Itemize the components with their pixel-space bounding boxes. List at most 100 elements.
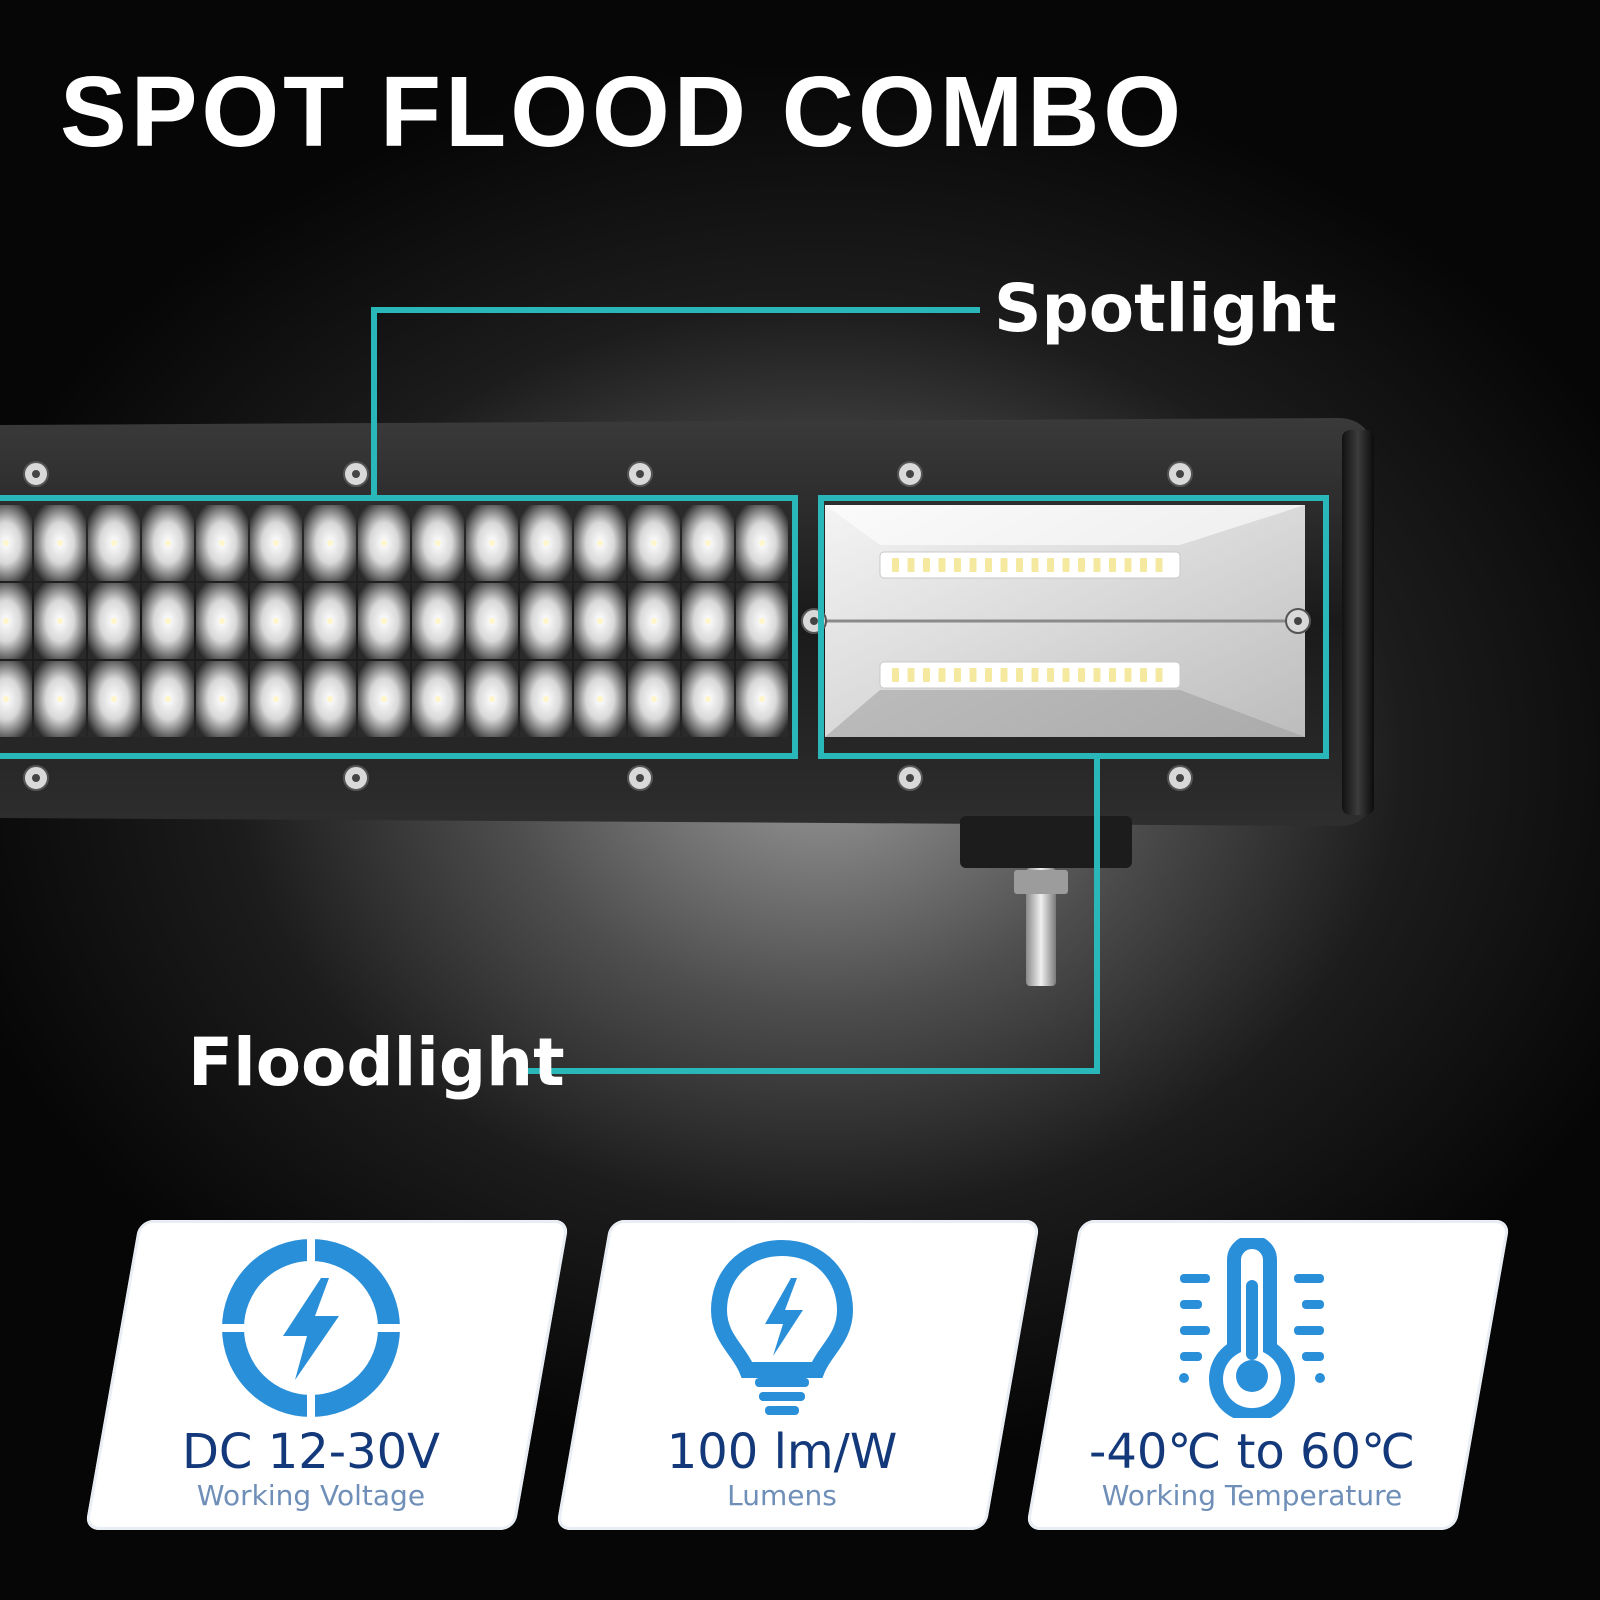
spec-card-temperature: -40℃ to 60℃ Working Temperature: [1037, 1220, 1467, 1530]
spot-led-chip: [435, 696, 441, 702]
spot-led-chip: [597, 696, 603, 702]
flood-led-chip: [969, 558, 977, 572]
flood-led-chip: [1155, 668, 1163, 682]
screw-head: [906, 774, 914, 782]
flood-led-chip: [985, 668, 992, 682]
flood-led-chip: [1062, 668, 1070, 682]
spot-led-chip: [705, 618, 711, 624]
spot-led-chip: [381, 618, 387, 624]
flood-led-chip: [1000, 558, 1008, 572]
screw-head: [32, 470, 40, 478]
lightning-ring-icon: [221, 1238, 401, 1418]
spot-led-chip: [111, 618, 117, 624]
spec-card-lumens: 100 lm/W Lumens: [567, 1220, 997, 1530]
screw-head: [1176, 774, 1184, 782]
spot-led-chip: [327, 618, 333, 624]
spot-led-chip: [165, 696, 171, 702]
temperature-caption: Working Temperature: [1101, 1479, 1403, 1512]
flood-led-chip: [892, 668, 899, 682]
flood-led-chip: [1078, 668, 1085, 682]
flood-led-chip: [938, 558, 946, 572]
flood-led-chip: [1062, 558, 1070, 572]
flood-led-chip: [907, 668, 915, 682]
spot-led-chip: [705, 696, 711, 702]
spotlight-highlight-box: [0, 495, 798, 759]
screw-head: [32, 774, 40, 782]
mount-bracket: [960, 816, 1132, 868]
spot-led-chip: [219, 618, 225, 624]
flood-led-panel: [825, 505, 1305, 737]
spot-led-chip: [3, 618, 9, 624]
spot-led-chip: [327, 696, 333, 702]
lumens-value: 100 lm/W: [666, 1424, 898, 1480]
voltage-value: DC 12-30V: [181, 1424, 441, 1480]
screw-head: [906, 470, 914, 478]
flood-led-chip: [1047, 558, 1054, 572]
spot-led-chip: [759, 540, 765, 546]
spot-led-chip: [273, 696, 279, 702]
spot-led-chip: [543, 540, 549, 546]
spot-led-chip: [489, 540, 495, 546]
flood-led-chip: [1109, 668, 1116, 682]
spot-led-chip: [489, 696, 495, 702]
flood-led-chip: [1093, 668, 1101, 682]
spot-led-chip: [705, 540, 711, 546]
spot-led-chip: [57, 696, 63, 702]
spot-led-chip: [651, 540, 657, 546]
flood-led-chip: [1124, 558, 1132, 572]
spot-led-chip: [435, 618, 441, 624]
flood-led-chip: [1031, 668, 1039, 682]
floodlight-highlight-box: [818, 495, 1329, 759]
flood-led-chip: [1047, 668, 1054, 682]
spotlight-label: Spotlight: [994, 270, 1337, 347]
spot-led-chip: [111, 696, 117, 702]
screw-head: [636, 470, 644, 478]
spot-led-chip: [651, 618, 657, 624]
spot-led-chip: [543, 618, 549, 624]
headline: SPOT FLOOD COMBO: [60, 56, 1186, 168]
flood-led-chip: [938, 668, 946, 682]
spot-led-chip: [3, 540, 9, 546]
spot-led-chip: [219, 696, 225, 702]
spot-led-chip: [489, 618, 495, 624]
spot-led-chip: [327, 540, 333, 546]
floodlight-callout-line: [525, 758, 1100, 1074]
flood-led-chip: [1016, 558, 1023, 572]
spot-led-chip: [273, 618, 279, 624]
lumens-caption: Lumens: [727, 1479, 837, 1512]
flood-led-chip: [1109, 558, 1116, 572]
flood-led-chip: [1140, 668, 1147, 682]
flood-led-chip: [1093, 558, 1101, 572]
screw-head: [1176, 470, 1184, 478]
flood-led-chip: [1016, 668, 1023, 682]
light-bulb-icon: [710, 1239, 854, 1415]
flood-led-chip: [923, 668, 930, 682]
spot-led-chip: [759, 696, 765, 702]
flood-led-chip: [1140, 558, 1147, 572]
spot-led-chip: [543, 696, 549, 702]
flood-led-chip: [1155, 558, 1163, 572]
spotlight-callout-line: [371, 307, 980, 498]
spot-led-chip: [273, 540, 279, 546]
spot-led-chip: [435, 540, 441, 546]
flood-led-chip: [1124, 668, 1132, 682]
spot-led-array: [0, 505, 788, 737]
light-bar-end-cap: [1342, 430, 1374, 815]
flood-led-chip: [1078, 558, 1085, 572]
flood-led-chip: [954, 668, 961, 682]
spot-led-chip: [759, 618, 765, 624]
spot-led-chip: [3, 696, 9, 702]
screw-head: [810, 617, 818, 625]
spot-led-chip: [57, 540, 63, 546]
spot-led-chip: [165, 618, 171, 624]
flood-led-chip: [985, 558, 992, 572]
temperature-value: -40℃ to 60℃: [1089, 1424, 1415, 1480]
spec-card-voltage: DC 12-30V Working Voltage: [96, 1220, 526, 1530]
spot-led-chip: [597, 540, 603, 546]
screw-head: [352, 774, 360, 782]
flood-led-chip: [1000, 668, 1008, 682]
screw-head: [636, 774, 644, 782]
mount-nut: [1014, 870, 1068, 894]
flood-led-chip: [907, 558, 915, 572]
flood-led-chip: [954, 558, 961, 572]
